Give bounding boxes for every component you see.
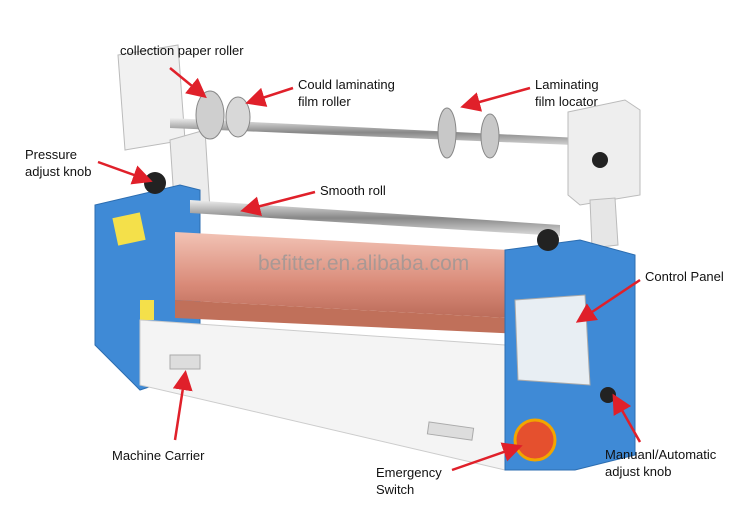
- label-line: film roller: [298, 94, 351, 109]
- label-line: film locator: [535, 94, 598, 109]
- label-line: Could laminating: [298, 77, 395, 92]
- label-line: Pressure: [25, 147, 78, 162]
- callout-arrows: [97, 67, 642, 472]
- right-bracket-box: [567, 99, 641, 249]
- control-panel: [514, 294, 591, 386]
- label-emergency-switch: Emergency Switch: [376, 464, 442, 498]
- label-line: adjust knob: [605, 464, 672, 479]
- silicone-roller: [175, 232, 545, 320]
- label-line: adjust knob: [25, 164, 92, 179]
- label-line: Emergency: [376, 465, 442, 480]
- watermark: befitter.en.alibaba.com: [258, 252, 470, 275]
- label-pressure-adjust-knob: Pressure adjust knob: [25, 146, 92, 180]
- label-smooth-roll: Smooth roll: [320, 183, 386, 198]
- film-roller-discs: [195, 90, 500, 159]
- label-line: Switch: [376, 482, 415, 497]
- label-line: Manuanl/Automatic: [605, 447, 717, 462]
- label-collection-paper-roller: collection paper roller: [120, 43, 244, 58]
- label-line: Laminating: [535, 77, 599, 92]
- top-rod: [170, 118, 620, 147]
- label-machine-carrier: Machine Carrier: [112, 448, 205, 463]
- label-manual-automatic-knob: Manuanl/Automatic adjust knob: [605, 446, 716, 480]
- label-film-roller: Could laminating film roller: [298, 76, 395, 110]
- label-film-locator: Laminating film locator: [535, 76, 599, 110]
- smooth-roll: [190, 200, 560, 236]
- emergency-switch-button: [513, 418, 557, 462]
- label-control-panel: Control Panel: [645, 269, 724, 284]
